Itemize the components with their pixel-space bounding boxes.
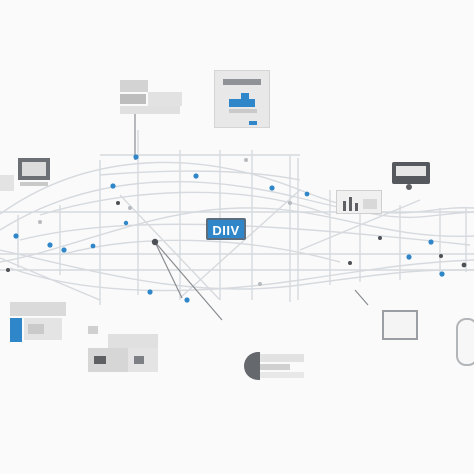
chart-bar [229, 109, 257, 113]
card-bar [10, 302, 66, 316]
route-curve-9 [19, 223, 471, 246]
clock-icon [244, 352, 306, 382]
card-bar [148, 92, 182, 106]
laptop-inner [396, 166, 426, 176]
monitor-icon [18, 158, 52, 188]
server-led [134, 356, 144, 364]
card-bar [108, 334, 158, 348]
route-curve-6 [39, 191, 331, 216]
node-blue [110, 183, 116, 189]
connector-2 [154, 241, 223, 321]
route-curve-8 [99, 170, 301, 181]
node-dark [151, 238, 159, 246]
node-blue [269, 185, 275, 191]
node-gray [244, 158, 248, 162]
node-dark [116, 201, 120, 205]
screen-icon [382, 310, 418, 340]
connector-3 [354, 289, 369, 306]
node-gray [38, 220, 42, 224]
small-square [88, 326, 98, 334]
diag-1 [0, 257, 101, 301]
card-bar [120, 80, 148, 92]
node-dark [6, 268, 10, 272]
chart-card-icon [120, 80, 182, 118]
node-blue [304, 191, 310, 197]
node-blue [123, 220, 129, 226]
card-bar [120, 106, 180, 114]
node-blue [61, 247, 67, 253]
diag-2 [179, 189, 301, 299]
clock-bar [260, 364, 290, 370]
card-bar [120, 94, 146, 104]
diag-4 [299, 199, 421, 251]
node-blue [90, 243, 96, 249]
node-blue [439, 271, 445, 277]
node-dark [439, 254, 443, 258]
connector-1 [154, 241, 183, 299]
card-header [223, 79, 261, 85]
mini-chart-card-icon [336, 190, 382, 214]
monitor-stand [20, 182, 48, 186]
mini-bar [349, 197, 352, 211]
mini-bar [343, 201, 346, 211]
device-icon [456, 318, 474, 366]
node-gray [288, 201, 292, 205]
node-blue [428, 239, 434, 245]
route-curve-4 [0, 207, 474, 263]
node-dark [461, 262, 467, 268]
node-blue [147, 289, 153, 295]
clock-half [244, 352, 260, 380]
node-blue [13, 233, 19, 239]
chart-bar [241, 93, 249, 107]
node-dark [378, 236, 382, 240]
mini-bar [363, 199, 377, 209]
clock-bar [260, 354, 304, 362]
node-dark [348, 261, 352, 265]
laptop-dot [406, 184, 412, 190]
diag-3 [119, 194, 221, 301]
card-accent [10, 318, 22, 342]
node-gray [128, 206, 132, 210]
route-curve-5 [9, 259, 474, 292]
chart-bar [249, 121, 257, 125]
server-led [94, 356, 106, 364]
card-line [28, 324, 44, 334]
node-blue [133, 154, 139, 160]
node-blue [406, 254, 412, 260]
laptop-icon [392, 162, 430, 190]
server-card-icon [88, 334, 158, 374]
database-card-icon [10, 302, 66, 344]
monitor-inner [22, 162, 46, 176]
small-square [0, 175, 14, 191]
node-gray [258, 282, 262, 286]
center-badge: DIIV [206, 218, 246, 240]
clock-bar [260, 372, 304, 378]
node-blue [184, 297, 190, 303]
bar-chart-card-icon [214, 70, 270, 128]
mini-bar [355, 203, 358, 211]
node-blue [193, 173, 199, 179]
node-blue [47, 242, 53, 248]
